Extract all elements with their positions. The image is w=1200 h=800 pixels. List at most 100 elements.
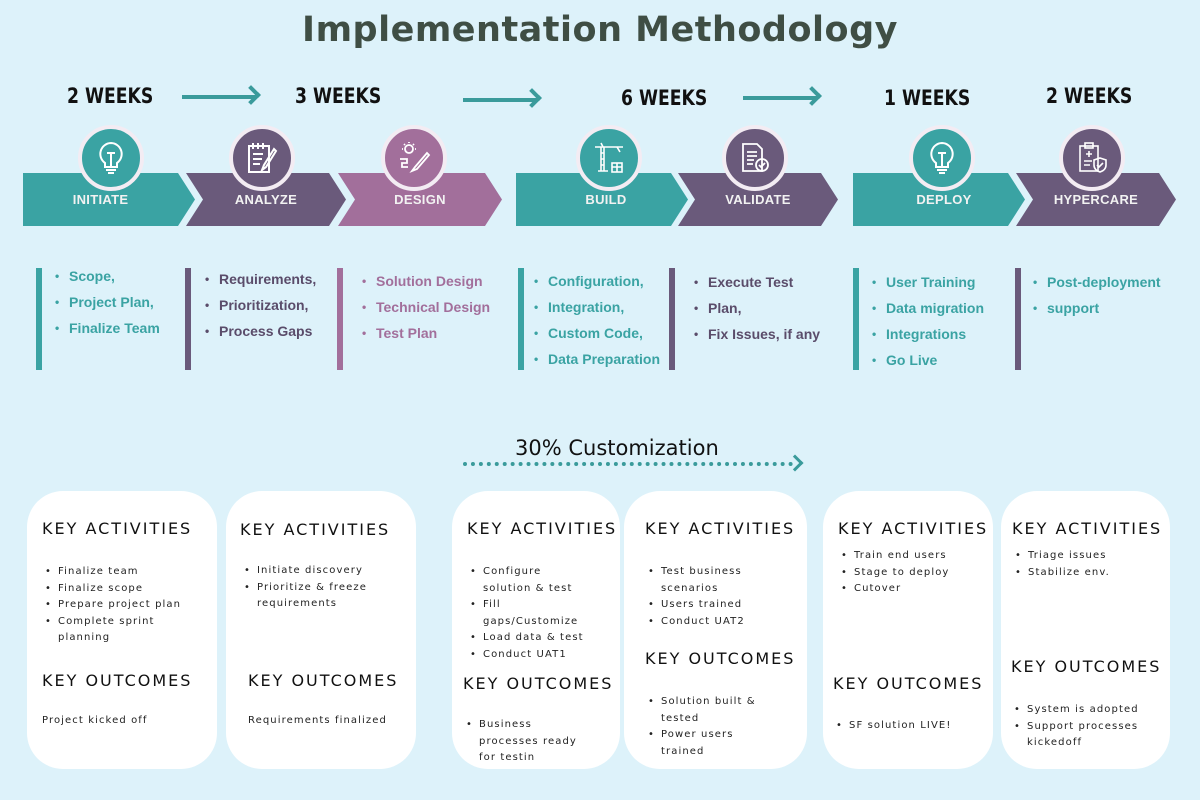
validate-deliverables: Execute Test Plan, Fix Issues, if any xyxy=(694,272,820,350)
card-validate: KEY ACTIVITIES Test business scenarios U… xyxy=(624,491,807,769)
outcomes-heading: KEY OUTCOMES xyxy=(1011,657,1162,676)
chevron-shape xyxy=(23,173,195,226)
hypercare-deliverables: Post-deployment support xyxy=(1033,272,1161,324)
chevron-shape xyxy=(338,173,502,226)
phase-deploy: DEPLOY xyxy=(853,173,1025,226)
list-item: Prepare project plan xyxy=(42,597,212,614)
page-title: Implementation Methodology xyxy=(302,10,898,50)
list-item: Execute Test xyxy=(694,272,820,298)
card-initiate: KEY ACTIVITIES Finalize team Finalize sc… xyxy=(27,491,217,769)
list-item: Test business scenarios xyxy=(645,564,775,597)
activities-list: Finalize team Finalize scope Prepare pro… xyxy=(42,564,212,647)
list-item: Solution built & tested xyxy=(645,694,775,727)
list-item: Configure solution & test xyxy=(467,564,592,597)
list-item: Configuration, xyxy=(534,271,660,297)
activities-list: Train end users Stage to deploy Cutover xyxy=(838,548,988,598)
list-item: Conduct UAT2 xyxy=(645,614,775,631)
phase-hypercare: HYPERCARE xyxy=(1016,173,1176,226)
outcomes-list: Solution built & tested Power users trai… xyxy=(645,694,775,760)
analyze-deliverables: Requirements, Prioritization, Process Ga… xyxy=(205,269,316,347)
divider-bar xyxy=(36,268,42,370)
idea-design-pencil-icon xyxy=(381,125,447,191)
list-item: Stabilize env. xyxy=(1012,565,1162,582)
list-item: Initiate discovery xyxy=(241,563,381,580)
phase-build: BUILD xyxy=(516,173,688,226)
initiate-deliverables: Scope, Project Plan, Finalize Team xyxy=(55,266,160,344)
phase-design: DESIGN xyxy=(338,173,502,226)
list-item: Stage to deploy xyxy=(838,565,988,582)
list-item: Data Preparation xyxy=(534,349,660,375)
list-item: Plan, xyxy=(694,298,820,324)
phase-label: HYPERCARE xyxy=(1053,192,1139,207)
list-item: User Training xyxy=(872,272,984,298)
divider-bar xyxy=(853,268,859,370)
phase-label: INITIATE xyxy=(72,192,129,207)
lightbulb-icon xyxy=(78,125,144,191)
list-item: Go Live xyxy=(872,350,984,376)
outcomes-heading: KEY OUTCOMES xyxy=(645,649,796,668)
outcomes-list: System is adopted Support processes kick… xyxy=(1011,702,1151,752)
list-item: Process Gaps xyxy=(205,321,316,347)
chevron-shape xyxy=(186,173,346,226)
list-item: Post-deployment xyxy=(1033,272,1161,298)
activities-list: Test business scenarios Users trained Co… xyxy=(645,564,775,630)
list-item: System is adopted xyxy=(1011,702,1151,719)
build-deliverables: Configuration, Integration, Custom Code,… xyxy=(534,271,660,375)
list-item: Power users trained xyxy=(645,727,775,760)
phase-initiate: INITIATE xyxy=(23,173,195,226)
card-deploy: KEY ACTIVITIES Train end users Stage to … xyxy=(823,491,993,769)
divider-bar xyxy=(518,268,524,370)
lightbulb-icon xyxy=(909,125,975,191)
list-item: Integrations xyxy=(872,324,984,350)
list-item: Triage issues xyxy=(1012,548,1162,565)
duration-analyze-design: 3 WEEKS xyxy=(295,84,382,108)
arrow-right-icon xyxy=(743,96,817,100)
construction-crane-icon xyxy=(576,125,642,191)
chevron-shape xyxy=(678,173,838,226)
outcome-text: Project kicked off xyxy=(42,715,148,726)
outcomes-heading: KEY OUTCOMES xyxy=(833,674,984,693)
activities-heading: KEY ACTIVITIES xyxy=(1012,519,1163,538)
outcomes-heading: KEY OUTCOMES xyxy=(463,674,614,693)
chevron-shape xyxy=(1016,173,1176,226)
outcomes-heading: KEY OUTCOMES xyxy=(248,671,399,690)
list-item: Fix Issues, if any xyxy=(694,324,820,350)
chevron-shape xyxy=(516,173,688,226)
phase-label: ANALYZE xyxy=(234,192,298,207)
card-analyze: KEY ACTIVITIES Initiate discovery Priori… xyxy=(226,491,416,769)
list-item: Technical Design xyxy=(362,297,490,323)
list-item: Solution Design xyxy=(362,271,490,297)
divider-bar xyxy=(669,268,675,370)
list-item: Prioritize & freeze requirements xyxy=(241,580,381,613)
phase-analyze: ANALYZE xyxy=(186,173,346,226)
outcome-text: Requirements finalized xyxy=(248,715,387,726)
phase-label: DEPLOY xyxy=(916,192,972,207)
list-item: Support processes kickedoff xyxy=(1011,719,1151,752)
list-item: Data migration xyxy=(872,298,984,324)
activities-heading: KEY ACTIVITIES xyxy=(838,519,989,538)
activities-list: Triage issues Stabilize env. xyxy=(1012,548,1162,581)
list-item: Project Plan, xyxy=(55,292,160,318)
arrow-right-icon xyxy=(463,98,537,102)
outcomes-list: SF solution LIVE! xyxy=(833,718,983,735)
activities-list: Initiate discovery Prioritize & freeze r… xyxy=(241,563,381,613)
divider-bar xyxy=(1015,268,1021,370)
list-item: Conduct UAT1 xyxy=(467,647,592,664)
divider-bar xyxy=(185,268,191,370)
notepad-pencil-icon xyxy=(229,125,295,191)
list-item: Finalize scope xyxy=(42,581,212,598)
dotted-arrow xyxy=(463,462,793,466)
phase-label: BUILD xyxy=(585,192,627,207)
list-item: Finalize team xyxy=(42,564,212,581)
arrow-right-icon xyxy=(182,95,256,99)
duration-hypercare: 2 WEEKS xyxy=(1046,84,1133,108)
card-build: KEY ACTIVITIES Configure solution & test… xyxy=(452,491,620,769)
phase-label: DESIGN xyxy=(394,192,446,207)
list-item: Cutover xyxy=(838,581,988,598)
duration-deploy: 1 WEEKS xyxy=(884,86,971,110)
list-item: Fill gaps/Customize xyxy=(467,597,592,630)
list-item: Custom Code, xyxy=(534,323,660,349)
activities-heading: KEY ACTIVITIES xyxy=(645,519,796,538)
activities-heading: KEY ACTIVITIES xyxy=(42,519,193,538)
activities-list: Configure solution & test Fill gaps/Cust… xyxy=(467,564,592,663)
